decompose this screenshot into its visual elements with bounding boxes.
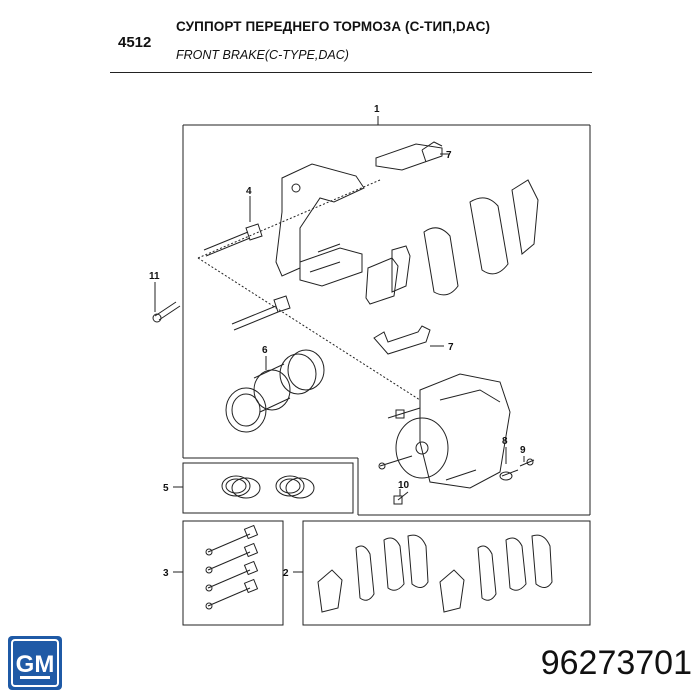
pad-kit-box <box>302 520 591 626</box>
header-rule <box>110 72 592 73</box>
callout-4: 4 <box>246 186 252 197</box>
pad-kit-parts <box>317 534 553 613</box>
title-english: FRONT BRAKE(C-TYPE,DAC) <box>176 48 349 62</box>
guide-pins <box>205 524 259 610</box>
caliper-housing <box>395 373 511 489</box>
gm-logo: GM <box>8 636 62 690</box>
guide-pin-bolt-upper <box>203 223 263 257</box>
callout-7-lower: 7 <box>448 342 454 353</box>
callout-3: 3 <box>163 568 169 579</box>
caliper-mount-bolt <box>152 301 181 323</box>
bleeder-cap <box>519 458 535 467</box>
callout-7-upper: 7 <box>446 150 452 161</box>
guide-pin-kit-box <box>182 520 284 626</box>
callout-5: 5 <box>163 483 169 494</box>
callout-11: 11 <box>149 271 160 282</box>
pad-clip-mid <box>391 245 411 293</box>
alignment-line-2 <box>197 257 421 401</box>
anti-rattle-spring-upper <box>375 143 443 171</box>
bleeder-screw <box>499 469 519 481</box>
hose-bolt <box>393 491 409 505</box>
diagram-header: 4512 СУППОРТ ПЕРЕДНЕГО ТОРМОЗА (С-ТИП,DA… <box>0 0 700 80</box>
anti-rattle-spring-lower <box>373 325 431 355</box>
svg-text:GM: GM <box>16 651 55 678</box>
piston-and-seal <box>225 349 325 433</box>
seal-kit-box <box>182 462 354 514</box>
part-number: 96273701 <box>540 644 692 682</box>
callout-2: 2 <box>283 568 289 579</box>
callout-9: 9 <box>520 445 526 456</box>
callout-8: 8 <box>502 436 508 447</box>
outer-brake-pad <box>469 197 509 275</box>
guide-pin-bolt-lower <box>231 295 291 331</box>
spring-clip-upper <box>421 141 443 163</box>
inner-brake-pad <box>423 227 459 296</box>
group-code: 4512 <box>118 34 152 51</box>
housing-bolt-upper <box>387 407 421 419</box>
seal-rings <box>221 475 315 499</box>
callout-1: 1 <box>374 104 380 115</box>
pad-clip-left <box>365 257 399 305</box>
callout-10: 10 <box>398 480 410 491</box>
pad-shim-right <box>511 179 539 255</box>
caliper-bracket <box>275 163 365 287</box>
housing-bolt-lower <box>378 455 413 470</box>
callout-6: 6 <box>262 345 268 356</box>
alignment-line-1 <box>197 179 381 259</box>
title-russian: СУППОРТ ПЕРЕДНЕГО ТОРМОЗА (С-ТИП,DAC) <box>176 19 491 34</box>
